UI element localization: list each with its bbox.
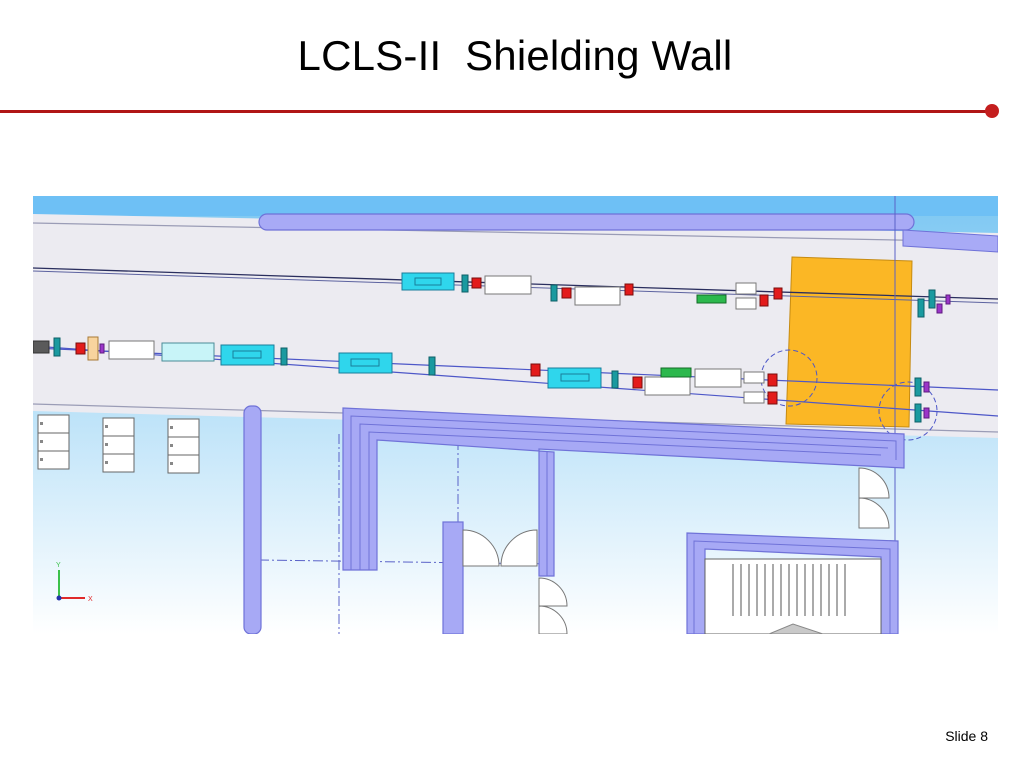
drift-chamber: [574, 286, 621, 306]
door-swing: [858, 467, 890, 499]
title-divider-dot: [985, 104, 999, 118]
quadrupole-magnet: [338, 352, 393, 374]
stand: [735, 282, 757, 295]
bpm: [530, 363, 541, 377]
drift-chamber: [108, 340, 155, 360]
corrector: [550, 284, 558, 302]
slide-title: LCLS-II Shielding Wall: [297, 32, 733, 79]
bpm: [561, 287, 572, 299]
bpm: [767, 391, 778, 405]
upper-blue-duct: [258, 213, 915, 231]
bpm: [773, 287, 783, 300]
purple-component: [923, 407, 930, 419]
cad-drawing-svg: Y X: [33, 196, 998, 634]
dashed-circle-left: [760, 349, 818, 407]
axis-x-label: X: [88, 596, 93, 603]
corrector: [428, 356, 436, 376]
cabinet-markers: [40, 422, 173, 465]
top-sky-band: [33, 196, 998, 216]
door-swing: [538, 577, 568, 607]
corrector: [611, 370, 619, 389]
stand: [735, 297, 757, 310]
tunnel-upper-wall-line: [33, 222, 998, 243]
bpm: [632, 376, 643, 389]
purple-component: [99, 343, 105, 354]
tan-component: [87, 336, 99, 361]
purple-component: [936, 303, 943, 314]
stand: [743, 371, 765, 384]
wall-inner-lines: [350, 415, 897, 634]
corrector: [53, 337, 61, 357]
door-swings: [462, 467, 890, 634]
door-swing: [538, 605, 568, 634]
axis-triad-graphic: [56, 570, 85, 601]
lower-beamline-components: [33, 336, 930, 423]
corrector: [914, 403, 922, 423]
quadrupole-magnet: [220, 344, 275, 366]
bpm: [471, 277, 482, 289]
staircase: [704, 558, 882, 634]
dashed-circle-right: [878, 381, 938, 441]
bpm: [624, 283, 634, 296]
slide-number: Slide 8: [945, 728, 988, 744]
wall-center-column: [442, 521, 464, 634]
wall-stair-enclosure: [686, 532, 899, 634]
corrector: [461, 274, 469, 293]
light-cyan-module: [161, 342, 215, 362]
bpm: [759, 294, 769, 307]
corrector: [280, 347, 288, 366]
bpm: [75, 342, 86, 355]
corrector: [928, 289, 936, 309]
purple-component: [945, 294, 951, 305]
corrector: [917, 298, 925, 318]
quadrupole-magnet: [547, 367, 602, 389]
green-component: [660, 367, 692, 378]
drift-chamber: [644, 376, 691, 396]
cad-drawing: Y X: [33, 196, 998, 634]
cabinet-racks: [37, 414, 200, 474]
drift-chamber: [694, 368, 742, 388]
quadrupole-magnet: [401, 272, 455, 291]
purple-component: [923, 381, 930, 393]
door-swing: [462, 529, 500, 567]
upper-duct-extension: [902, 229, 998, 253]
stand: [743, 391, 765, 404]
corrector: [914, 377, 922, 397]
upper-beamline-components: [401, 272, 951, 318]
bpm: [767, 373, 778, 387]
drift-chamber: [484, 275, 532, 295]
axis-y-label: Y: [56, 562, 61, 569]
wall-left-column: [243, 405, 262, 634]
door-swing: [500, 529, 538, 567]
title-divider: [0, 110, 992, 113]
green-component: [696, 294, 727, 304]
door-swing: [858, 497, 890, 529]
end-block: [33, 340, 50, 354]
